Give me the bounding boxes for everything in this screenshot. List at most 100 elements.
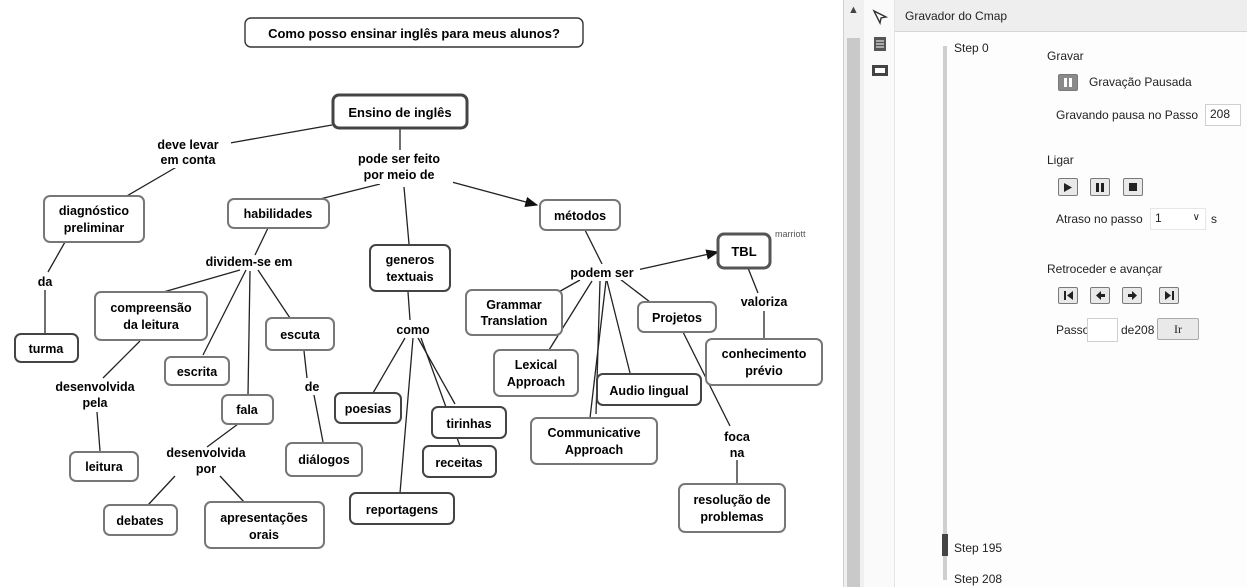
chevron-down-icon: ∨: [1192, 212, 1200, 223]
canvas-vertical-scrollbar[interactable]: ▲: [843, 0, 865, 587]
recorder-icon[interactable]: [871, 62, 889, 80]
skip-first-icon: [1063, 291, 1073, 300]
first-step-button[interactable]: [1058, 287, 1078, 304]
svg-text:diálogos: diálogos: [298, 453, 349, 467]
go-button[interactable]: Ir: [1157, 318, 1199, 340]
connectors: [44, 124, 765, 506]
concept-turma[interactable]: turma: [14, 333, 79, 363]
step-back-button[interactable]: [1090, 287, 1110, 304]
link-deve-levar[interactable]: deve levar em conta: [145, 136, 231, 168]
step-forward-button[interactable]: [1122, 287, 1142, 304]
concept-compreensao[interactable]: compreensão da leitura: [94, 291, 208, 341]
delay-value: 1: [1155, 211, 1162, 225]
recorder-toolstrip: [864, 0, 895, 587]
link-valoriza[interactable]: valoriza: [741, 295, 789, 309]
map-title: Como posso ensinar inglês para meus alun…: [268, 26, 560, 41]
concept-ensino[interactable]: Ensino de inglês: [331, 93, 469, 130]
concept-habilidades[interactable]: habilidades: [227, 198, 330, 229]
svg-text:da leitura: da leitura: [123, 318, 180, 332]
link-da[interactable]: da: [38, 275, 54, 289]
pause-button[interactable]: [1090, 178, 1110, 196]
svg-text:Approach: Approach: [507, 375, 565, 389]
scrollbar-thumb[interactable]: [847, 38, 860, 587]
svg-text:leitura: leitura: [85, 460, 124, 474]
concept-audio[interactable]: Audio lingual: [596, 373, 702, 406]
step-input[interactable]: [1087, 318, 1118, 342]
concept-tirinhas[interactable]: tirinhas: [431, 406, 507, 439]
concept-map-canvas[interactable]: Como posso ensinar inglês para meus alun…: [0, 0, 844, 587]
svg-text:textuais: textuais: [386, 270, 433, 284]
svg-text:escrita: escrita: [177, 365, 218, 379]
link-como[interactable]: como: [396, 323, 430, 337]
svg-text:diagnóstico: diagnóstico: [59, 204, 130, 218]
concept-projetos[interactable]: Projetos: [637, 301, 717, 333]
svg-text:Lexical: Lexical: [515, 358, 557, 372]
delay-select[interactable]: 1 ∨: [1150, 208, 1206, 230]
play-button[interactable]: [1058, 178, 1078, 196]
concept-escuta[interactable]: escuta: [265, 317, 335, 351]
concept-dialogos[interactable]: diálogos: [285, 442, 363, 477]
delay-label: Atraso no passo: [1056, 212, 1143, 226]
map-title-box[interactable]: [244, 17, 584, 48]
pause-step-field[interactable]: 208: [1205, 104, 1241, 126]
concept-metodos[interactable]: métodos: [539, 199, 621, 231]
step-input-label: Passo: [1056, 323, 1090, 337]
timeline-current-marker[interactable]: [942, 534, 948, 556]
link-dividem-se-em[interactable]: dividem-se em: [206, 255, 293, 269]
nav-heading: Retroceder e avançar: [1047, 262, 1163, 276]
svg-text:Approach: Approach: [565, 443, 623, 457]
concept-diagnostico[interactable]: diagnóstico preliminar: [43, 195, 145, 243]
svg-text:generos: generos: [386, 253, 435, 267]
pointer-tool-icon[interactable]: [871, 8, 889, 26]
svg-text:métodos: métodos: [554, 209, 606, 223]
svg-text:em conta: em conta: [161, 153, 217, 167]
document-icon[interactable]: [871, 35, 889, 53]
scroll-up-icon[interactable]: ▲: [848, 4, 859, 16]
concept-generos[interactable]: generos textuais: [369, 244, 451, 292]
concept-poesias[interactable]: poesias: [334, 392, 402, 424]
svg-text:escuta: escuta: [280, 328, 321, 342]
link-de[interactable]: de: [305, 380, 320, 394]
concept-resolucao[interactable]: resolução de problemas: [678, 483, 786, 533]
record-pause-button[interactable]: [1058, 74, 1078, 91]
link-pode-ser-feito[interactable]: pode ser feito por meio de: [345, 150, 453, 184]
svg-text:compreensão: compreensão: [110, 301, 192, 315]
concept-tbl[interactable]: TBL: [716, 232, 772, 270]
concept-fala[interactable]: fala: [221, 394, 274, 425]
concept-receitas[interactable]: receitas: [422, 445, 497, 478]
concept-lexical[interactable]: Lexical Approach: [493, 349, 579, 397]
link-desenvolvida-por[interactable]: desenvolvida por: [166, 446, 246, 476]
concept-reportagens[interactable]: reportagens: [349, 492, 455, 525]
panel-title: Gravador do Cmap: [895, 0, 1247, 32]
cmap-recorder-panel: Gravador do Cmap Step 0 Step 195 Step 20…: [895, 0, 1247, 587]
annotation-marriott: marriott: [775, 229, 806, 239]
stop-button[interactable]: [1123, 178, 1143, 196]
record-status: Gravação Pausada: [1089, 75, 1192, 89]
step-timeline[interactable]: [942, 46, 948, 580]
svg-text:foca: foca: [724, 430, 751, 444]
svg-text:desenvolvida: desenvolvida: [55, 380, 135, 394]
concept-leitura[interactable]: leitura: [69, 451, 139, 482]
concept-communicative[interactable]: Communicative Approach: [530, 417, 658, 465]
svg-text:Grammar: Grammar: [486, 298, 542, 312]
concept-escrita[interactable]: escrita: [164, 356, 230, 386]
pause-step-label: Gravando pausa no Passo: [1056, 108, 1199, 122]
link-podem-ser[interactable]: podem ser: [564, 264, 640, 280]
svg-text:por meio de: por meio de: [364, 168, 435, 182]
concept-map: Como posso ensinar inglês para meus alun…: [14, 17, 823, 549]
svg-text:pode ser feito: pode ser feito: [358, 152, 440, 166]
svg-text:turma: turma: [29, 342, 65, 356]
concept-conhecimento[interactable]: conhecimento prévio: [705, 338, 823, 386]
svg-text:habilidades: habilidades: [244, 207, 313, 221]
play-heading: Ligar: [1047, 153, 1074, 167]
last-step-button[interactable]: [1159, 287, 1179, 304]
concept-debates[interactable]: debates: [103, 504, 178, 536]
link-foca-na[interactable]: foca na: [724, 430, 751, 460]
svg-text:orais: orais: [249, 528, 279, 542]
svg-text:tirinhas: tirinhas: [446, 417, 491, 431]
svg-text:TBL: TBL: [731, 244, 756, 259]
concept-grammar[interactable]: Grammar Translation: [465, 289, 563, 336]
svg-text:conhecimento: conhecimento: [722, 347, 807, 361]
concept-apresentacoes[interactable]: apresentações orais: [204, 501, 325, 549]
link-desenvolvida-pela[interactable]: desenvolvida pela: [55, 380, 135, 410]
